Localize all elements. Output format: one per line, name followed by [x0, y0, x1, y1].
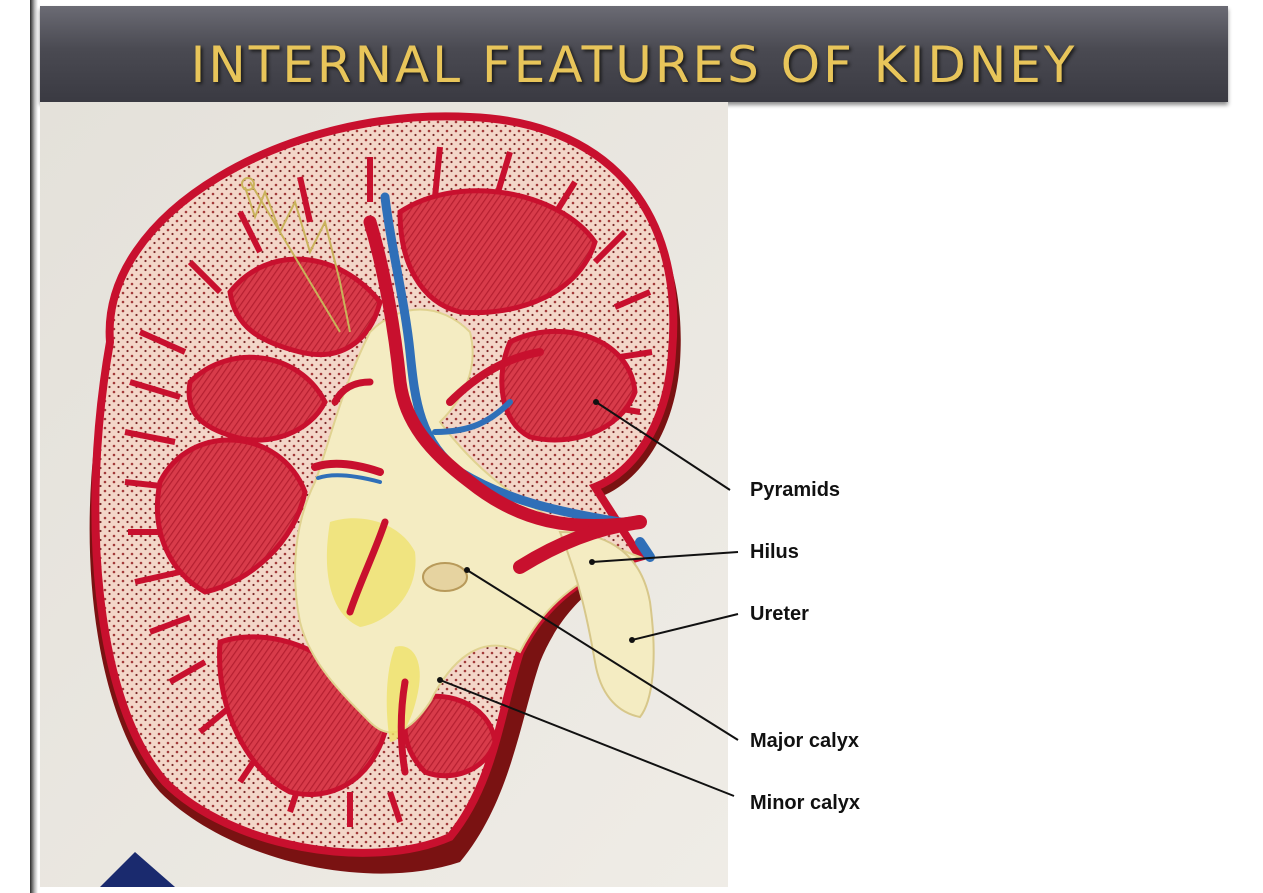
label-ureter: Ureter: [750, 603, 809, 625]
kidney-model-photo: [40, 102, 728, 887]
label-pyramids: Pyramids: [750, 479, 841, 501]
slide-left-edge-shadow: [30, 0, 38, 893]
renal-artery: [363, 215, 647, 533]
leader-minor-calyx: [439, 679, 735, 797]
title-bar: INTERNAL FEATURES OF KIDNEY: [40, 6, 1228, 102]
major-calyx-opening: [422, 562, 468, 592]
nephron-detail: [241, 177, 351, 333]
label-major-calyx: Major calyx: [750, 730, 859, 752]
leader-hilus: [591, 551, 739, 563]
label-minor-calyx: Minor calyx: [750, 792, 861, 814]
corner-logo: [100, 852, 175, 887]
leader-pyramids: [595, 401, 731, 491]
leader-major-calyx: [466, 569, 739, 741]
leader-ureter: [631, 613, 739, 641]
slide-title: INTERNAL FEATURES OF KIDNEY: [190, 36, 1078, 94]
renal-vein: [380, 192, 625, 527]
kidney-model-illustration: [40, 102, 728, 887]
pyramids: [154, 188, 638, 797]
ureter: [558, 530, 655, 719]
label-hilus: Hilus: [750, 541, 799, 563]
minor-calyces: [326, 518, 416, 627]
